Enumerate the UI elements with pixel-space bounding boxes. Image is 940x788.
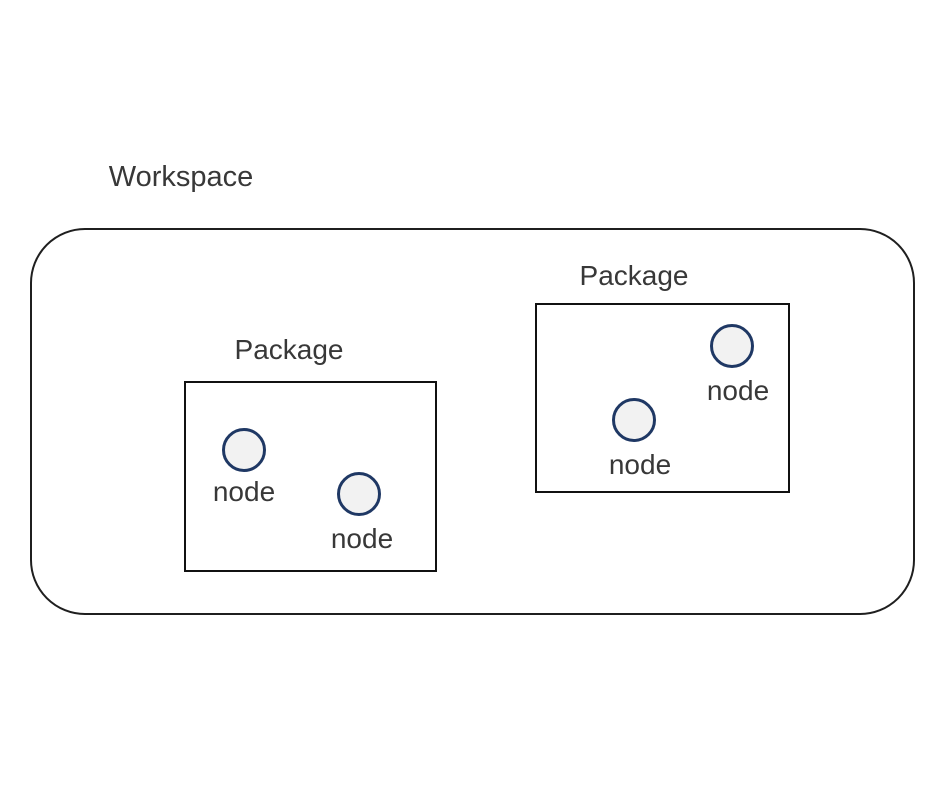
package-label-right: Package [579, 260, 689, 291]
node-label: node [706, 375, 770, 406]
package-box-left [184, 381, 437, 572]
node-circle [222, 428, 266, 472]
node-circle [710, 324, 754, 368]
workspace-label: Workspace [108, 161, 254, 193]
node-circle [612, 398, 656, 442]
package-label-left: Package [234, 334, 344, 365]
node-label: node [212, 476, 276, 507]
node-label: node [608, 449, 672, 480]
node-label: node [330, 523, 394, 554]
node-circle [337, 472, 381, 516]
